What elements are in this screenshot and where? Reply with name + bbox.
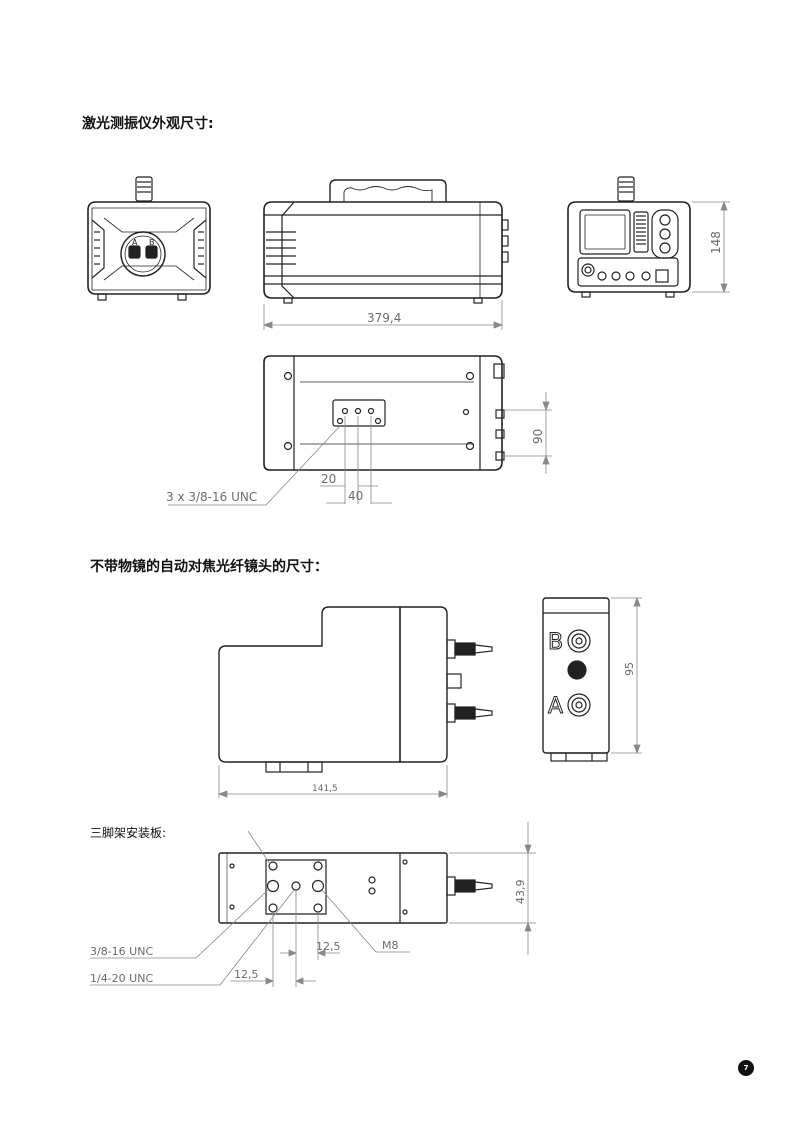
dim-plate-spacing-1: 12,5 [316, 940, 341, 953]
focus-head-front-view [542, 597, 610, 762]
dim-hole-spacing-40: 40 [348, 489, 363, 503]
dimension-lines-head-length [217, 765, 449, 798]
tripod-plate-view [218, 852, 493, 924]
dim-plate-spacing-2: 12,5 [234, 968, 259, 981]
dim-head-height-label: 95 [623, 662, 636, 676]
dim-head-length-label: 141,5 [312, 784, 338, 794]
bottom-view-drawing [263, 355, 505, 471]
section-heading-vibrometer-dimensions: 激光测振仪外观尺寸: [82, 116, 214, 132]
page-number-badge: 7 [738, 1060, 754, 1076]
dimension-lines-head-height [611, 596, 642, 755]
dimension-lines-plate [90, 822, 536, 987]
dim-depth-label: 90 [531, 429, 545, 444]
focus-head-side-view [218, 606, 493, 773]
front-channel-a: A [132, 238, 138, 247]
dim-plate-height-label: 43,9 [514, 880, 527, 905]
dim-hole-spacing-20: 20 [321, 472, 336, 486]
channel-a-label: A [548, 694, 563, 719]
dim-height-label: 148 [709, 231, 723, 254]
tripod-plate-label: 三脚架安装板: [90, 826, 167, 840]
channel-b-label: B [548, 630, 563, 655]
thread-m8-label: M8 [382, 939, 399, 952]
dimension-lines-depth [168, 392, 552, 506]
side-view-drawing [263, 179, 509, 304]
thread-callout-label: 3 x 3/8-16 UNC [166, 490, 257, 504]
dim-length-label: 379,4 [367, 311, 401, 325]
thread-14-label: 1/4-20 UNC [90, 972, 153, 985]
rear-view-drawing [567, 176, 691, 298]
thread-38-label: 3/8-16 UNC [90, 945, 153, 958]
dimension-lines-height [692, 200, 730, 294]
dimension-lines-length [262, 300, 504, 330]
front-view-drawing [87, 176, 211, 301]
section-heading-focus-head-dimensions: 不带物镜的自动对焦光纤镜头的尺寸： [90, 559, 328, 575]
front-channel-b: B [149, 238, 155, 247]
